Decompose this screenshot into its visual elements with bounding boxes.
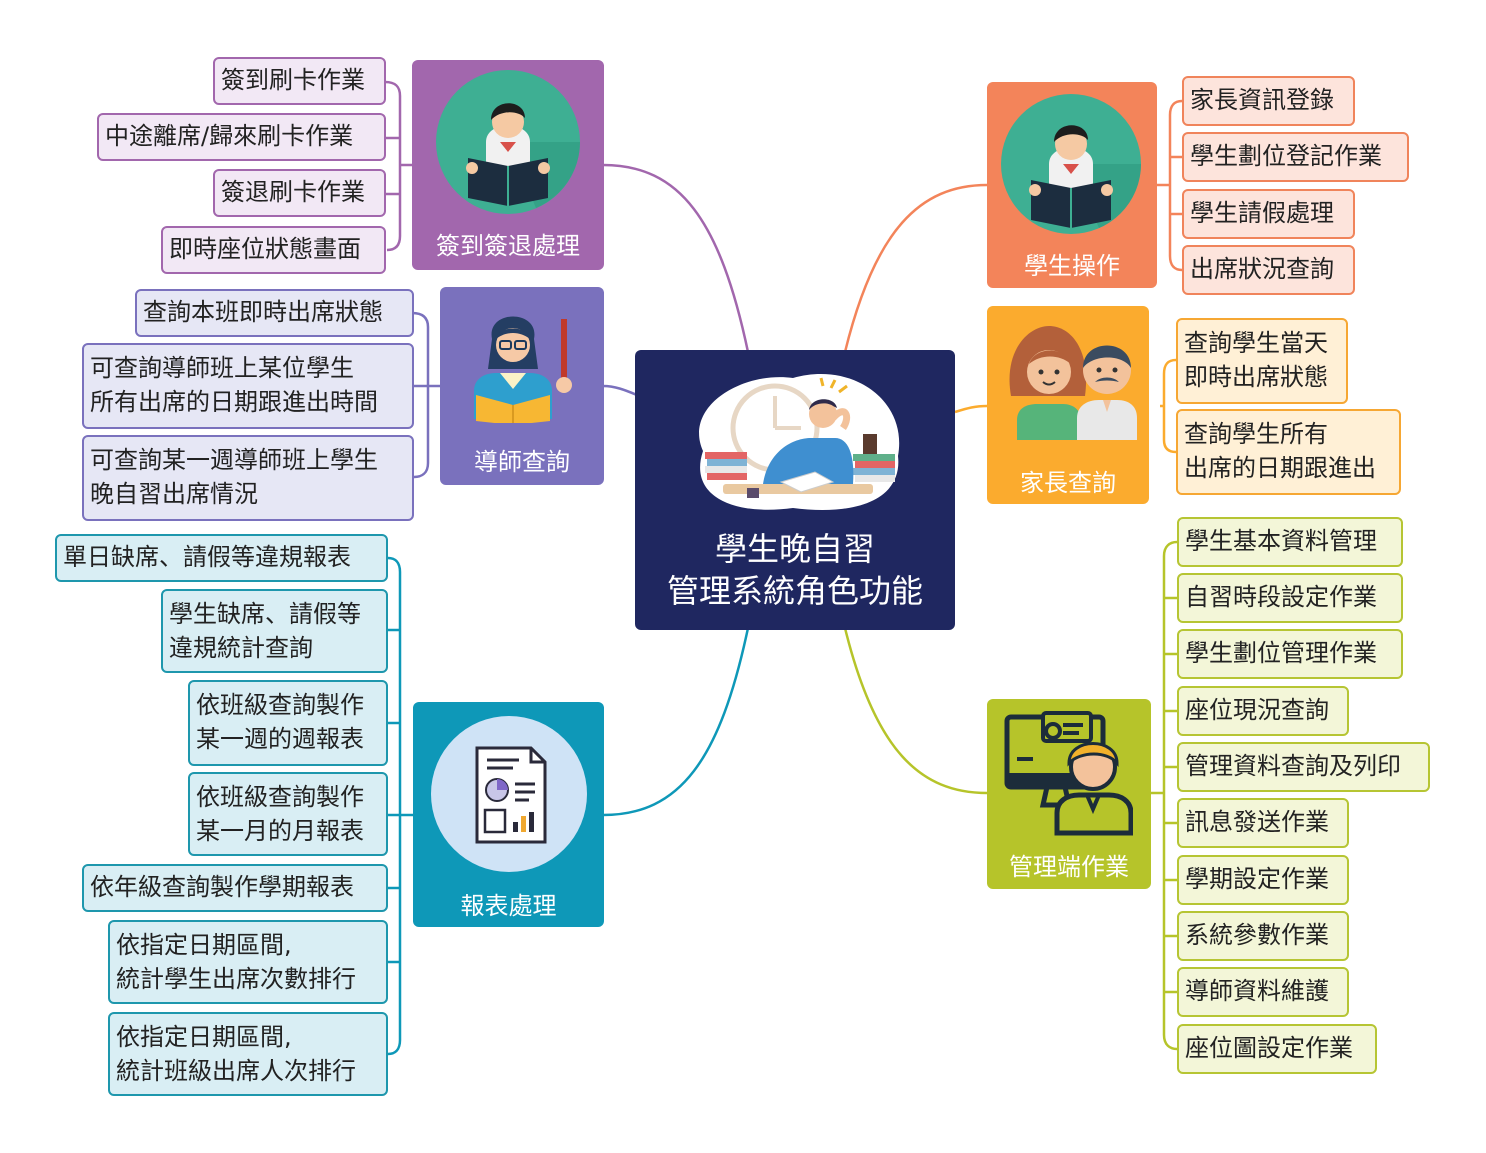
leaf-report-3-line1: 依班級查詢製作: [196, 691, 364, 719]
connector-report: [602, 627, 750, 817]
leaf-admin-3[interactable]: 學生劃位管理作業: [1177, 629, 1403, 679]
central-title-line1: 學生晚自習: [714, 530, 875, 568]
topic-student-label: 學生操作: [1024, 252, 1120, 280]
leaf-report-5-line1: 依年級查詢製作學期報表: [90, 873, 354, 901]
leaf-signin-4[interactable]: 即時座位狀態畫面: [161, 226, 386, 274]
leaf-admin-2[interactable]: 自習時段設定作業: [1177, 573, 1403, 623]
topic-report[interactable]: 報表處理: [413, 702, 604, 927]
leaf-signin-2[interactable]: 中途離席/歸來刷卡作業: [97, 113, 386, 161]
leaf-tutor-3[interactable]: 可查詢某一週導師班上學生 晚自習出席情況: [82, 435, 414, 521]
leaf-tutor-2-line1: 可查詢導師班上某位學生: [90, 354, 354, 382]
leaf-admin-9[interactable]: 導師資料維護: [1177, 967, 1349, 1017]
leaf-tutor-3-line2: 晚自習出席情況: [90, 480, 258, 508]
leaf-admin-10[interactable]: 座位圖設定作業: [1177, 1024, 1377, 1074]
leaf-tutor-1[interactable]: 查詢本班即時出席狀態: [135, 289, 414, 337]
leaf-admin-7[interactable]: 學期設定作業: [1177, 855, 1349, 905]
leaf-report-5[interactable]: 依年級查詢製作學期報表: [82, 864, 388, 912]
leaf-parent-1[interactable]: 查詢學生當天 即時出席狀態: [1176, 318, 1348, 404]
studying-student-illustration: [699, 374, 900, 511]
teacher-icon: [474, 316, 572, 423]
leaf-parent-2-line1: 查詢學生所有: [1184, 420, 1328, 448]
leaf-report-4-line1: 依班級查詢製作: [196, 783, 364, 811]
leaf-report-7[interactable]: 依指定日期區間, 統計班級出席人次排行: [108, 1012, 388, 1096]
reading-student-icon: [436, 70, 580, 214]
leaf-parent-1-line2: 即時出席狀態: [1184, 363, 1328, 391]
reading-student-icon: [1001, 94, 1141, 234]
leaf-admin-1[interactable]: 學生基本資料管理: [1177, 517, 1403, 567]
topic-signin[interactable]: 簽到簽退處理: [412, 60, 604, 270]
connector-signin: [602, 163, 750, 353]
leaf-report-2-line2: 違規統計查詢: [169, 634, 313, 662]
leaf-admin-5[interactable]: 管理資料查詢及列印: [1177, 742, 1430, 792]
topic-tutor[interactable]: 導師查詢: [440, 287, 604, 485]
topic-parent-label: 家長查詢: [1020, 469, 1116, 497]
leaf-tutor-2-line2: 所有出席的日期跟進出時間: [90, 388, 378, 416]
report-document-icon: [431, 716, 587, 872]
central-title-line2: 管理系統角色功能: [666, 572, 923, 610]
leaf-parent-2-line2: 出席的日期跟進出: [1184, 454, 1376, 482]
leaf-report-2-line1: 學生缺席、請假等: [169, 600, 361, 628]
connector-tutor: [602, 384, 638, 397]
leaf-report-1[interactable]: 單日缺席、請假等違規報表: [55, 534, 388, 582]
leaf-student-3[interactable]: 學生請假處理: [1182, 189, 1355, 239]
admin-computer-icon: [1004, 711, 1133, 836]
leaf-report-7-line1: 依指定日期區間,: [116, 1023, 292, 1051]
leaf-parent-2[interactable]: 查詢學生所有 出席的日期跟進出: [1176, 409, 1401, 495]
connector-parent: [954, 404, 988, 414]
leaf-admin-8[interactable]: 系統參數作業: [1177, 911, 1349, 961]
leaf-admin-4[interactable]: 座位現況查詢: [1177, 686, 1349, 736]
connector-student: [843, 183, 988, 353]
leaf-parent-1-line1: 查詢學生當天: [1184, 329, 1328, 357]
leaf-report-6[interactable]: 依指定日期區間, 統計學生出席次數排行: [108, 920, 388, 1004]
connector-admin: [843, 627, 988, 795]
topic-admin-label: 管理端作業: [1009, 853, 1129, 881]
leaf-report-1-line1: 單日缺席、請假等違規報表: [63, 543, 351, 571]
leaf-report-4[interactable]: 依班級查詢製作 某一月的月報表: [188, 772, 388, 856]
leaf-tutor-2[interactable]: 可查詢導師班上某位學生 所有出席的日期跟進出時間: [82, 343, 414, 429]
leaf-report-6-line1: 依指定日期區間,: [116, 931, 292, 959]
leaf-report-3-line2: 某一週的週報表: [196, 725, 364, 753]
leaf-report-4-line2: 某一月的月報表: [196, 817, 364, 845]
leaf-report-2[interactable]: 學生缺席、請假等 違規統計查詢: [161, 589, 388, 673]
topic-tutor-label: 導師查詢: [474, 448, 570, 476]
parents-icon: [1009, 326, 1137, 440]
leaf-student-1[interactable]: 家長資訊登錄: [1182, 76, 1355, 126]
leaf-admin-6[interactable]: 訊息發送作業: [1177, 798, 1349, 848]
central-topic[interactable]: 學生晚自習 管理系統角色功能: [635, 350, 955, 630]
leaf-student-2[interactable]: 學生劃位登記作業: [1182, 132, 1409, 182]
leaf-report-3[interactable]: 依班級查詢製作 某一週的週報表: [188, 680, 388, 766]
leaf-tutor-1-line1: 查詢本班即時出席狀態: [143, 298, 383, 326]
topic-signin-label: 簽到簽退處理: [436, 232, 580, 260]
leaf-tutor-3-line1: 可查詢某一週導師班上學生: [90, 446, 378, 474]
topic-student[interactable]: 學生操作: [987, 82, 1157, 288]
leaf-report-6-line2: 統計學生出席次數排行: [116, 965, 356, 993]
topic-report-label: 報表處理: [460, 892, 557, 920]
leaf-signin-3[interactable]: 簽退刷卡作業: [213, 169, 386, 217]
topic-admin[interactable]: 管理端作業: [987, 699, 1151, 889]
leaf-student-4[interactable]: 出席狀況查詢: [1182, 245, 1355, 295]
topic-parent[interactable]: 家長查詢: [987, 306, 1149, 504]
leaf-signin-1[interactable]: 簽到刷卡作業: [213, 57, 386, 105]
leaf-report-7-line2: 統計班級出席人次排行: [116, 1057, 356, 1085]
